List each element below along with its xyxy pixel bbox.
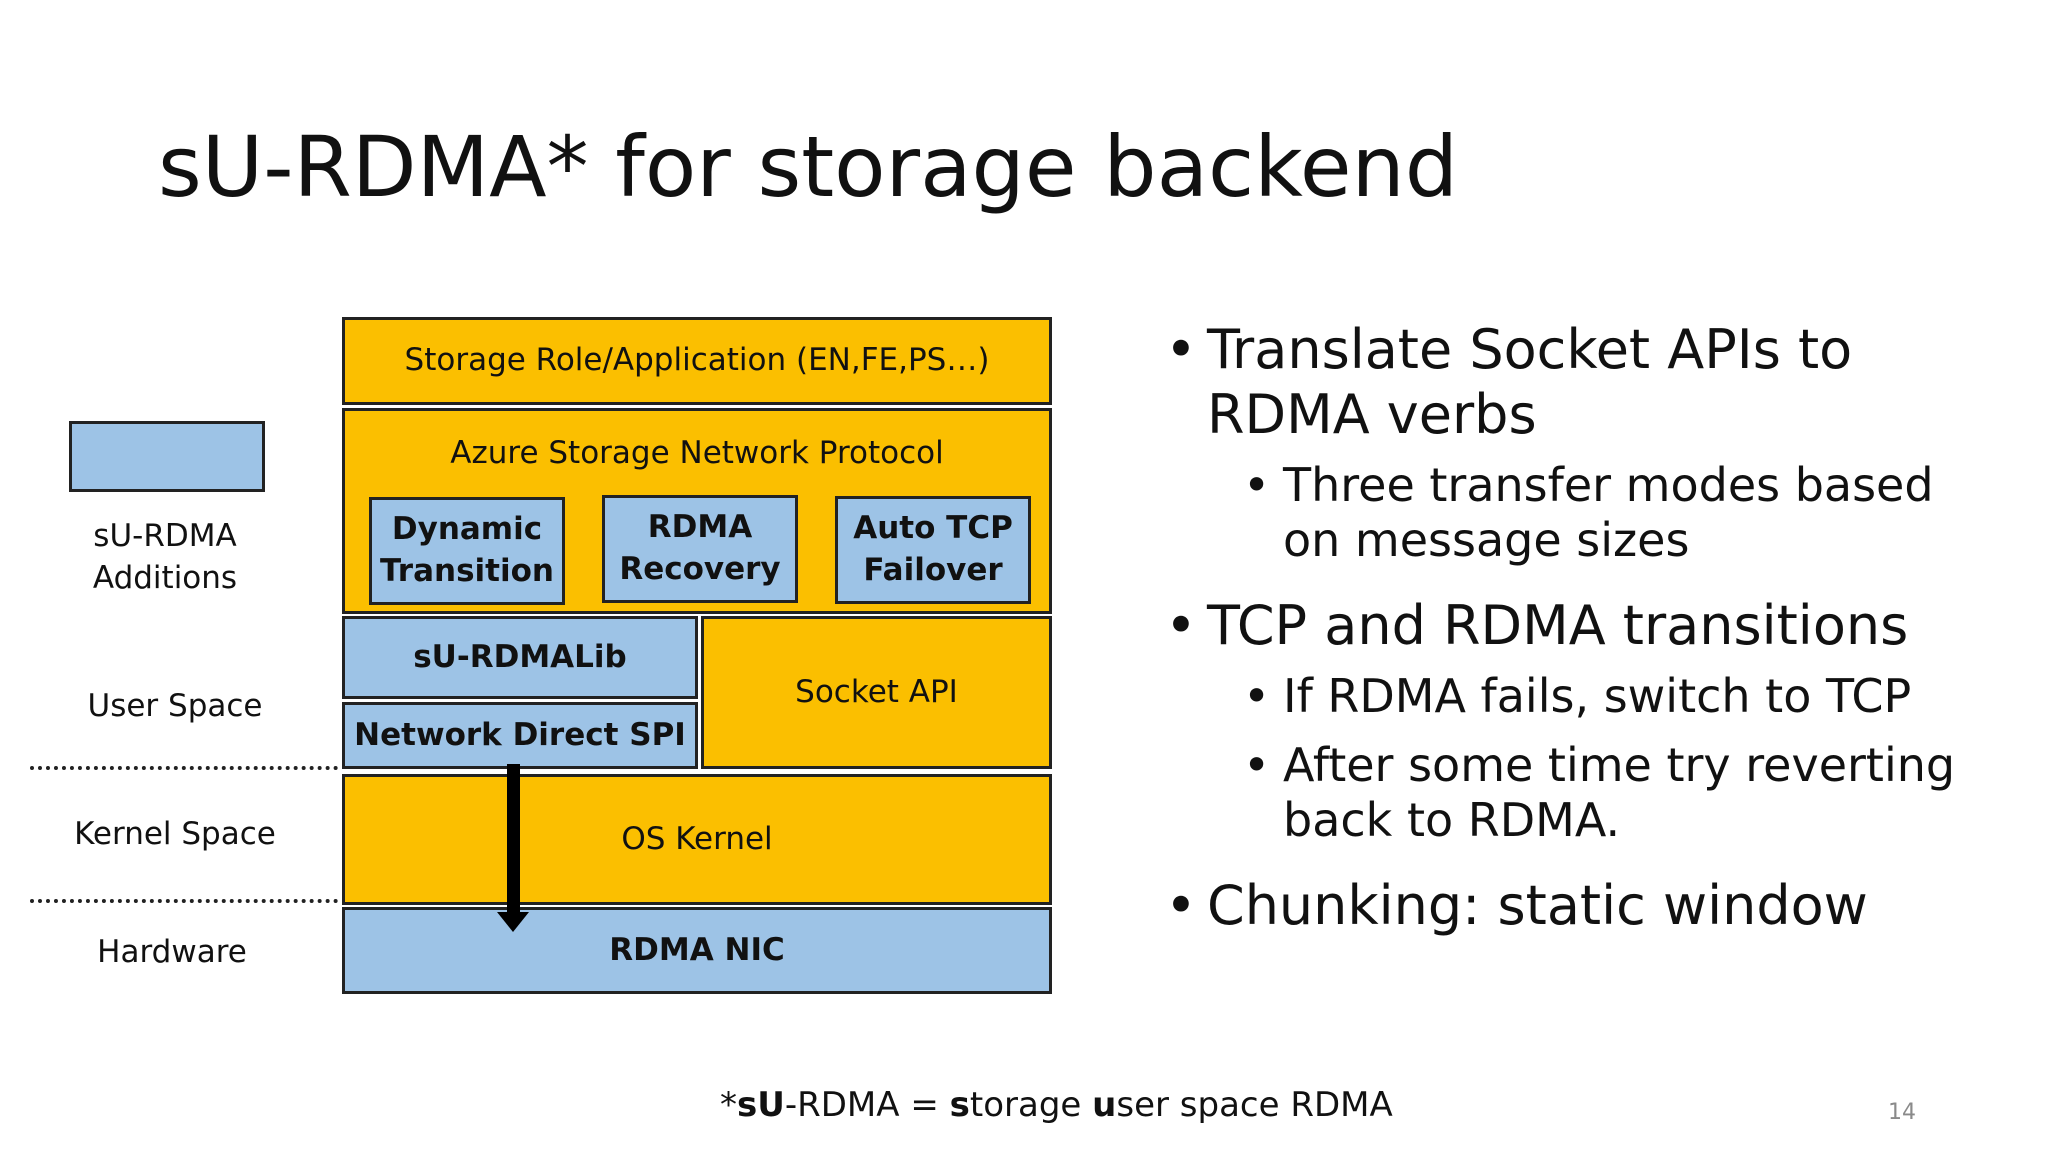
- user-space-label: User Space: [87, 688, 263, 724]
- dynamic-transition-label: Dynamic Transition: [380, 511, 554, 589]
- footnote-part2: torage: [969, 1085, 1093, 1125]
- footnote-s2-bold: s: [949, 1085, 970, 1125]
- footnote-part1: -RDMA =: [784, 1085, 950, 1125]
- bypass-arrow-shaft: [507, 764, 520, 914]
- sub-bullet-reverting: After some time try reverting back to RD…: [1243, 738, 2005, 848]
- auto-tcp-failover-box: Auto TCP Failover: [835, 496, 1031, 604]
- socket-api-label: Socket API: [795, 673, 958, 710]
- storage-role-label: Storage Role/Application (EN,FE,PS…): [404, 342, 990, 379]
- slide-title: sU-RDMA* for storage backend: [158, 118, 1459, 216]
- os-kernel-box: OS Kernel: [342, 774, 1052, 905]
- surdmalib-label: sU-RDMALib: [413, 638, 627, 675]
- rdma-nic-label: RDMA NIC: [609, 931, 785, 968]
- socket-api-box: Socket API: [701, 616, 1052, 769]
- network-direct-spi-box: Network Direct SPI: [342, 702, 698, 769]
- rdma-recovery-label: RDMA Recovery: [619, 509, 781, 587]
- sub-bullet-rdma-fails: If RDMA fails, switch to TCP: [1243, 669, 2005, 724]
- kernel-space-label: Kernel Space: [74, 816, 276, 852]
- dynamic-transition-box: Dynamic Transition: [369, 497, 565, 605]
- footnote-star: *: [720, 1085, 737, 1125]
- bullet-list: Translate Socket APIs to RDMA verbs Thre…: [1165, 318, 2005, 949]
- footnote-u-bold: U: [757, 1085, 785, 1125]
- bullet-transitions: TCP and RDMA transitions: [1165, 594, 2005, 659]
- hardware-label: Hardware: [97, 934, 247, 970]
- os-kernel-label: OS Kernel: [621, 820, 773, 857]
- network-direct-spi-label: Network Direct SPI: [354, 716, 686, 753]
- bullet-chunking: Chunking: static window: [1165, 874, 2005, 939]
- bypass-arrow-head: [497, 912, 529, 932]
- rdma-nic-box: RDMA NIC: [342, 907, 1052, 994]
- legend-swatch: [69, 421, 265, 492]
- bullet-translate: Translate Socket APIs to RDMA verbs: [1165, 318, 2005, 448]
- sub-bullet-transfer-modes: Three transfer modes based on message si…: [1243, 458, 2005, 568]
- auto-tcp-failover-label: Auto TCP Failover: [853, 510, 1013, 588]
- footnote-u2-bold: u: [1092, 1085, 1117, 1125]
- surdmalib-box: sU-RDMALib: [342, 616, 698, 699]
- rdma-recovery-box: RDMA Recovery: [602, 495, 798, 603]
- footnote: *sU-RDMA = storage user space RDMA: [720, 1085, 1393, 1125]
- storage-role-box: Storage Role/Application (EN,FE,PS…): [342, 317, 1052, 405]
- user-kernel-divider: [30, 766, 338, 770]
- footnote-part3: ser space RDMA: [1116, 1085, 1393, 1125]
- page-number: 14: [1888, 1100, 1916, 1125]
- protocol-label: Azure Storage Network Protocol: [450, 435, 944, 471]
- legend-label: sU-RDMA Additions: [92, 518, 238, 596]
- footnote-s-bold: s: [737, 1085, 758, 1125]
- kernel-hardware-divider: [30, 899, 338, 903]
